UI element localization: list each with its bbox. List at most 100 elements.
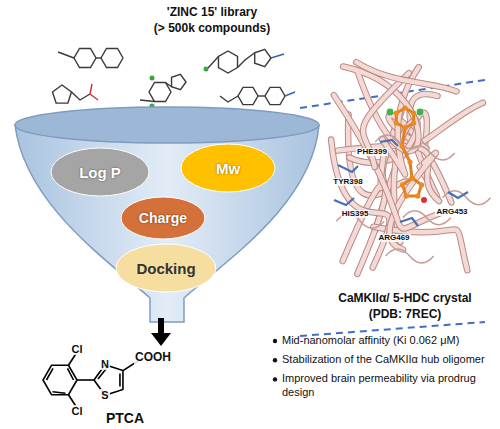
ligand-ring: [396, 108, 413, 128]
ellipse-outline: [116, 244, 216, 292]
coil: [443, 191, 491, 205]
ptca-structure: [43, 352, 138, 408]
ribbon-edge: [331, 139, 390, 267]
atom-label: Cl: [71, 405, 84, 417]
ligand-atom: [407, 159, 412, 164]
crystal-caption: CaMKIIα/ 5-HDC crystal: [338, 292, 471, 305]
bond: [271, 54, 284, 58]
funnel-body: [15, 125, 319, 322]
ribbon-face: [356, 62, 456, 91]
ligand-atom: [404, 193, 409, 198]
double-bond: [53, 392, 66, 394]
arrow-shaft: [158, 318, 164, 334]
ring-bond: [172, 74, 186, 89]
atom-label: N: [100, 358, 110, 370]
double-bond: [47, 368, 54, 380]
filter-ellipse: Log P: [50, 147, 150, 197]
ribbon-edge: [356, 62, 456, 91]
funnel-rim: [15, 107, 319, 143]
atom-label: Cl: [71, 343, 84, 355]
ligand-ring: [402, 178, 421, 196]
molecule-sketches: [52, 48, 295, 108]
bond: [140, 100, 155, 102]
double-bond: [119, 374, 121, 387]
bullet-dot: [273, 339, 277, 343]
ligand-atom: [394, 120, 399, 125]
residue-label: TYR398: [332, 178, 363, 187]
bond: [258, 95, 265, 96]
ligand-atom: [409, 175, 414, 180]
funnel: [15, 107, 319, 322]
ligand-atom: [402, 125, 407, 130]
ligand-atom: [400, 182, 405, 187]
ribbon-face: [373, 227, 467, 270]
residue-stick: [380, 140, 398, 146]
ellipse-outline: [121, 197, 205, 239]
chlorine-atom: [150, 76, 155, 81]
bond: [72, 92, 90, 100]
ring-bond: [52, 85, 71, 103]
ring-bond: [255, 49, 271, 66]
residue-label: PHE399: [356, 148, 388, 157]
library-size: (> 500k compounds): [154, 22, 270, 35]
ligand-atom: [394, 110, 399, 115]
ellipse-outline: [51, 148, 149, 196]
ribbon-edge: [373, 227, 467, 270]
ligand: [387, 105, 427, 203]
crystal-caption: (PDB: 7REC): [369, 308, 442, 321]
residue-label: ARG453: [435, 208, 468, 217]
atom-label: COOH: [134, 351, 172, 364]
ribbon-face: [334, 95, 443, 228]
bond: [96, 57, 101, 58]
bullet-dot: [273, 358, 277, 362]
phenyl-ring: [43, 365, 77, 394]
ribbon-edge: [334, 95, 443, 228]
chlorine-atom: [387, 109, 394, 116]
dashed-guide: [300, 322, 485, 336]
ligand-atom: [402, 105, 407, 110]
ligand-chain: [402, 128, 412, 178]
protein-ribbons: [331, 62, 490, 274]
ligand-atom: [409, 175, 414, 180]
bond: [58, 52, 74, 58]
filter-ellipse: Docking: [115, 243, 217, 293]
ring-bond: [238, 87, 258, 104]
bullet-dot: [273, 377, 277, 381]
bond: [90, 94, 98, 100]
residue-stick: [338, 165, 358, 172]
bond: [166, 82, 172, 86]
bullet-point: Stabilization of the CaMKIIα hub oligome…: [282, 353, 494, 366]
bond: [90, 84, 92, 94]
atom-label: S: [100, 389, 109, 401]
filter-ellipse: Mw: [180, 143, 276, 193]
compound-name: PTCA: [106, 411, 144, 426]
ring-bond: [149, 82, 171, 101]
bond: [77, 379, 94, 381]
bullet-point: Mid-nanomolar affinity (Ki 0.062 μM): [282, 334, 494, 347]
bond: [238, 53, 255, 68]
residue-stick: [334, 198, 354, 205]
ligand-atom: [419, 182, 424, 187]
library-title: 'ZINC 15' library: [167, 6, 257, 19]
ring-bond: [74, 48, 96, 67]
double-bond: [68, 368, 74, 380]
filter-label: Charge: [139, 210, 187, 226]
residue-label: ARG469: [377, 234, 410, 243]
chlorine-atom: [204, 67, 209, 72]
bond: [285, 92, 295, 96]
ring-bond: [265, 87, 285, 104]
bullet-point: Improved brain permeability via prodrug …: [282, 372, 494, 398]
residue-label: HIS395: [341, 210, 370, 219]
ring-bond: [101, 48, 123, 67]
ligand-atom: [411, 120, 416, 125]
coil: [386, 249, 434, 263]
ligand-atom: [402, 125, 407, 130]
ligand-atom: [411, 110, 416, 115]
filter-label: Log P: [79, 164, 121, 181]
residue-stick: [448, 192, 468, 198]
oxygen-atom: [421, 197, 427, 203]
ligand-atom: [399, 143, 404, 148]
arrow-head: [151, 333, 171, 346]
